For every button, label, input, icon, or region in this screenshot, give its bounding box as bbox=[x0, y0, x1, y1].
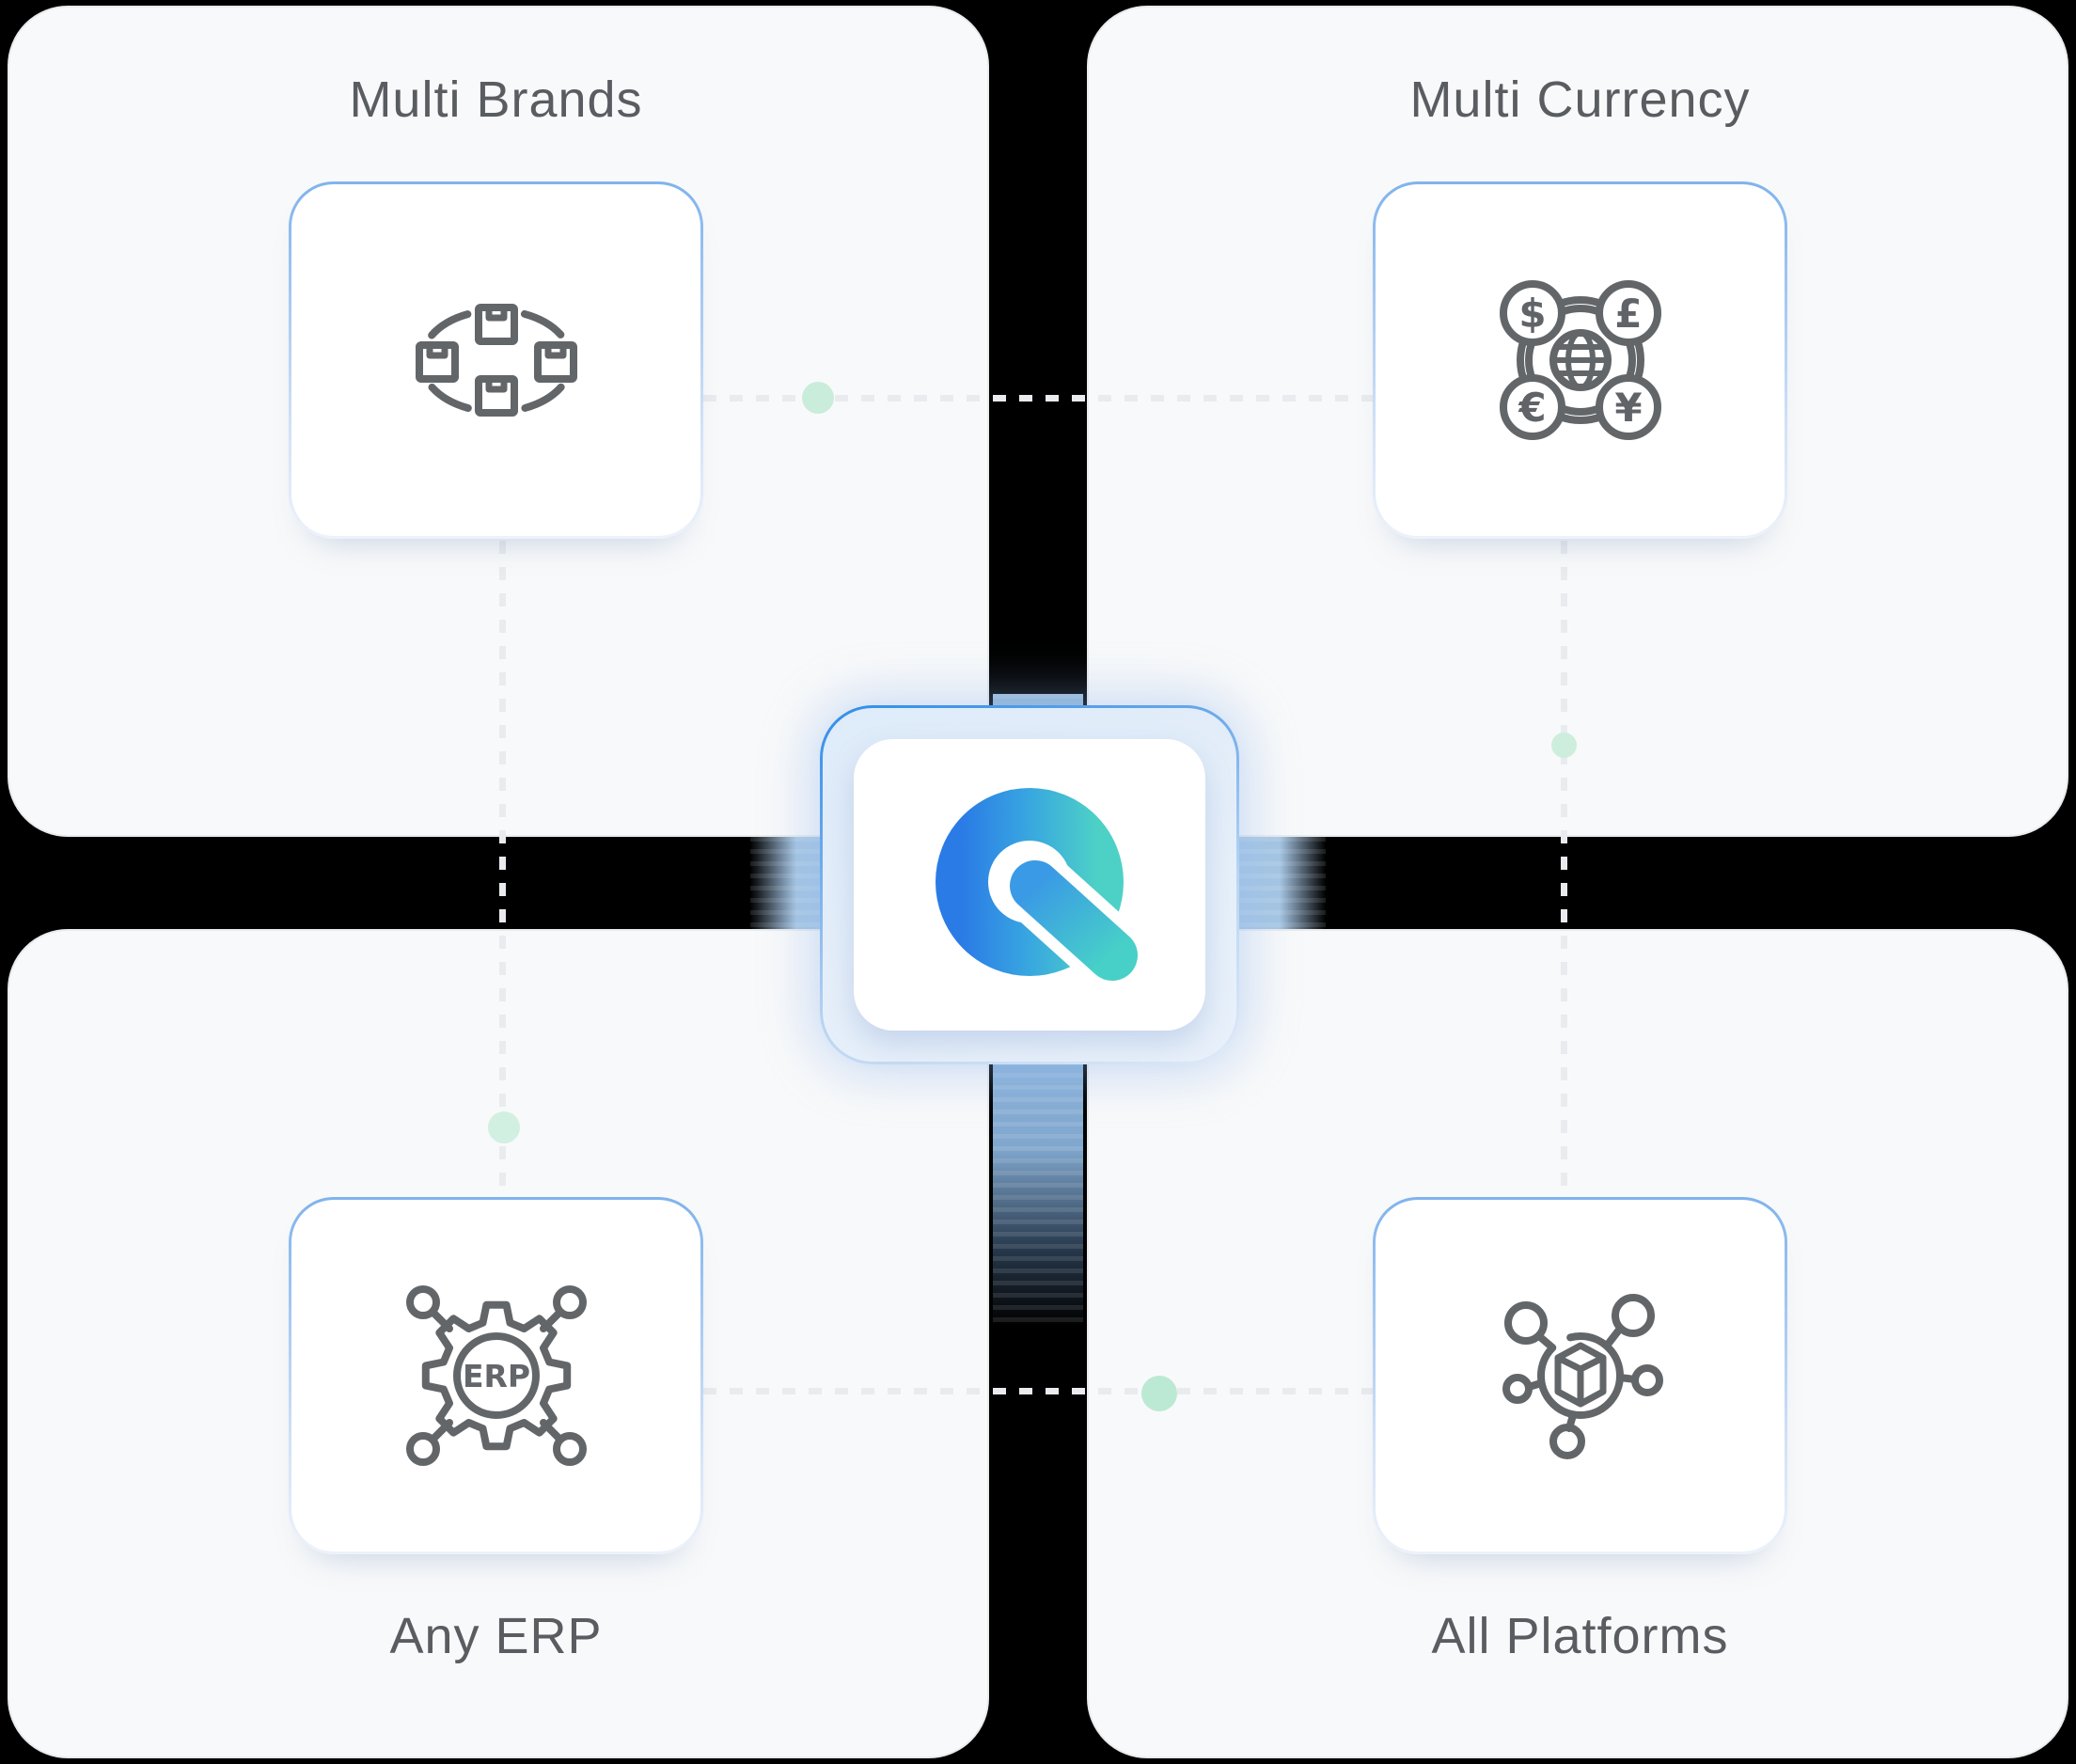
feature-card-multi-currency: $ £ € ¥ bbox=[1373, 181, 1787, 539]
quadrant-title-all-platforms: All Platforms bbox=[1431, 1608, 1729, 1664]
platforms-hub-icon bbox=[1502, 1294, 1663, 1459]
yen-symbol: ¥ bbox=[1614, 385, 1642, 431]
connector-dot-top-left bbox=[802, 382, 834, 414]
dollar-symbol: $ bbox=[1518, 291, 1546, 337]
currency-globe-icon: $ £ € ¥ bbox=[1499, 280, 1661, 440]
feature-card-any-erp: ERP bbox=[289, 1197, 703, 1554]
connector-line-left bbox=[499, 541, 506, 1197]
feature-card-multi-brands bbox=[289, 181, 703, 539]
connector-line-right bbox=[1561, 541, 1567, 1197]
connector-line-bottom bbox=[703, 1388, 1373, 1394]
quadrant-title-multi-currency: Multi Currency bbox=[1409, 71, 1751, 128]
connector-dot-bottom-left bbox=[488, 1111, 520, 1143]
quadrant-title-any-erp: Any ERP bbox=[389, 1608, 603, 1664]
connector-line-top bbox=[703, 395, 1373, 402]
quadrant-title-multi-brands: Multi Brands bbox=[349, 71, 643, 128]
packages-network-icon bbox=[415, 304, 577, 417]
connector-dot-bottom-right bbox=[1141, 1376, 1177, 1411]
euro-symbol: € bbox=[1518, 385, 1546, 431]
erp-gear-icon: ERP bbox=[405, 1285, 587, 1466]
connector-dot-top-right bbox=[1551, 732, 1577, 758]
feature-card-all-platforms bbox=[1373, 1197, 1787, 1554]
erp-label: ERP bbox=[462, 1358, 529, 1394]
pound-symbol: £ bbox=[1614, 291, 1642, 337]
q-logo-icon bbox=[936, 788, 1149, 992]
